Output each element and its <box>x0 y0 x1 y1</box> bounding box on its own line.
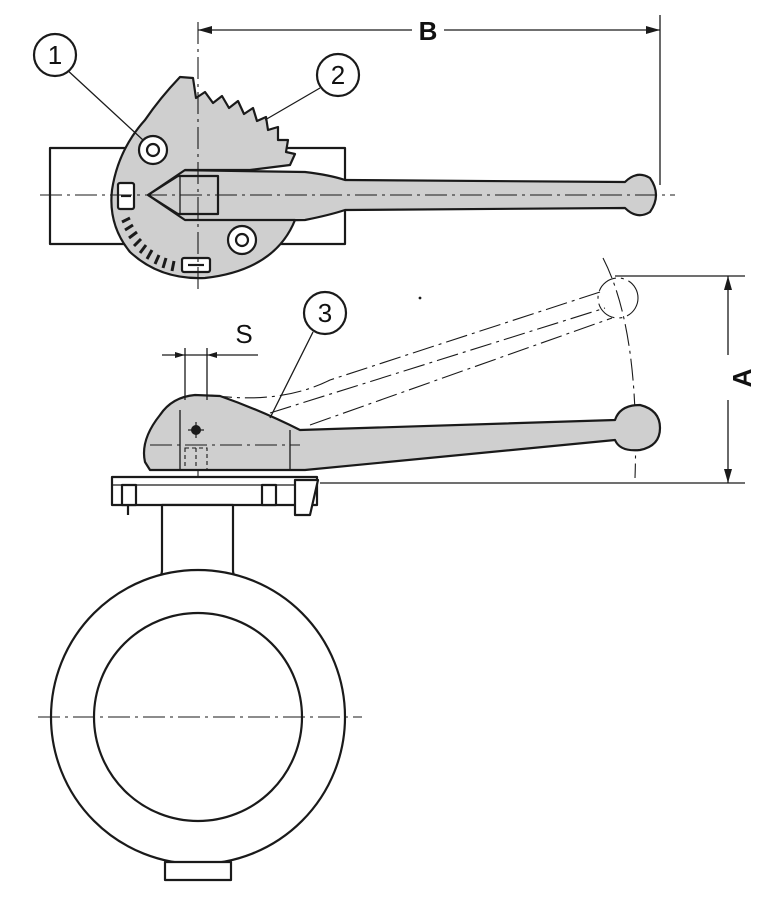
callout-2-number: 2 <box>331 60 345 90</box>
handle-open-phantom <box>209 277 639 426</box>
callout-3-number: 3 <box>318 298 332 328</box>
dimension-b-label: B <box>419 16 438 46</box>
bottom-trunnion <box>163 860 233 882</box>
screw-upper <box>137 134 169 166</box>
callout-1: 1 <box>32 32 144 141</box>
dimension-b: B <box>198 16 660 46</box>
dimension-a: A <box>724 276 757 483</box>
pivot-pin <box>188 422 204 438</box>
dimension-s: S <box>162 319 258 400</box>
valve-body-ring <box>38 568 362 866</box>
screw-lower <box>226 224 258 256</box>
top-view: B 1 2 <box>32 15 675 290</box>
handle-closed-side <box>142 393 662 472</box>
mounting-plate <box>110 475 320 517</box>
valve-neck <box>153 503 242 582</box>
side-view: A S 3 <box>38 257 757 882</box>
dimension-a-label: A <box>727 368 757 387</box>
callout-3: 3 <box>269 290 348 419</box>
callout-1-number: 1 <box>48 40 62 70</box>
handle-bar-top <box>143 168 658 224</box>
callout-2: 2 <box>264 52 361 121</box>
dimension-s-label: S <box>235 319 252 349</box>
detent-notches <box>121 216 176 272</box>
